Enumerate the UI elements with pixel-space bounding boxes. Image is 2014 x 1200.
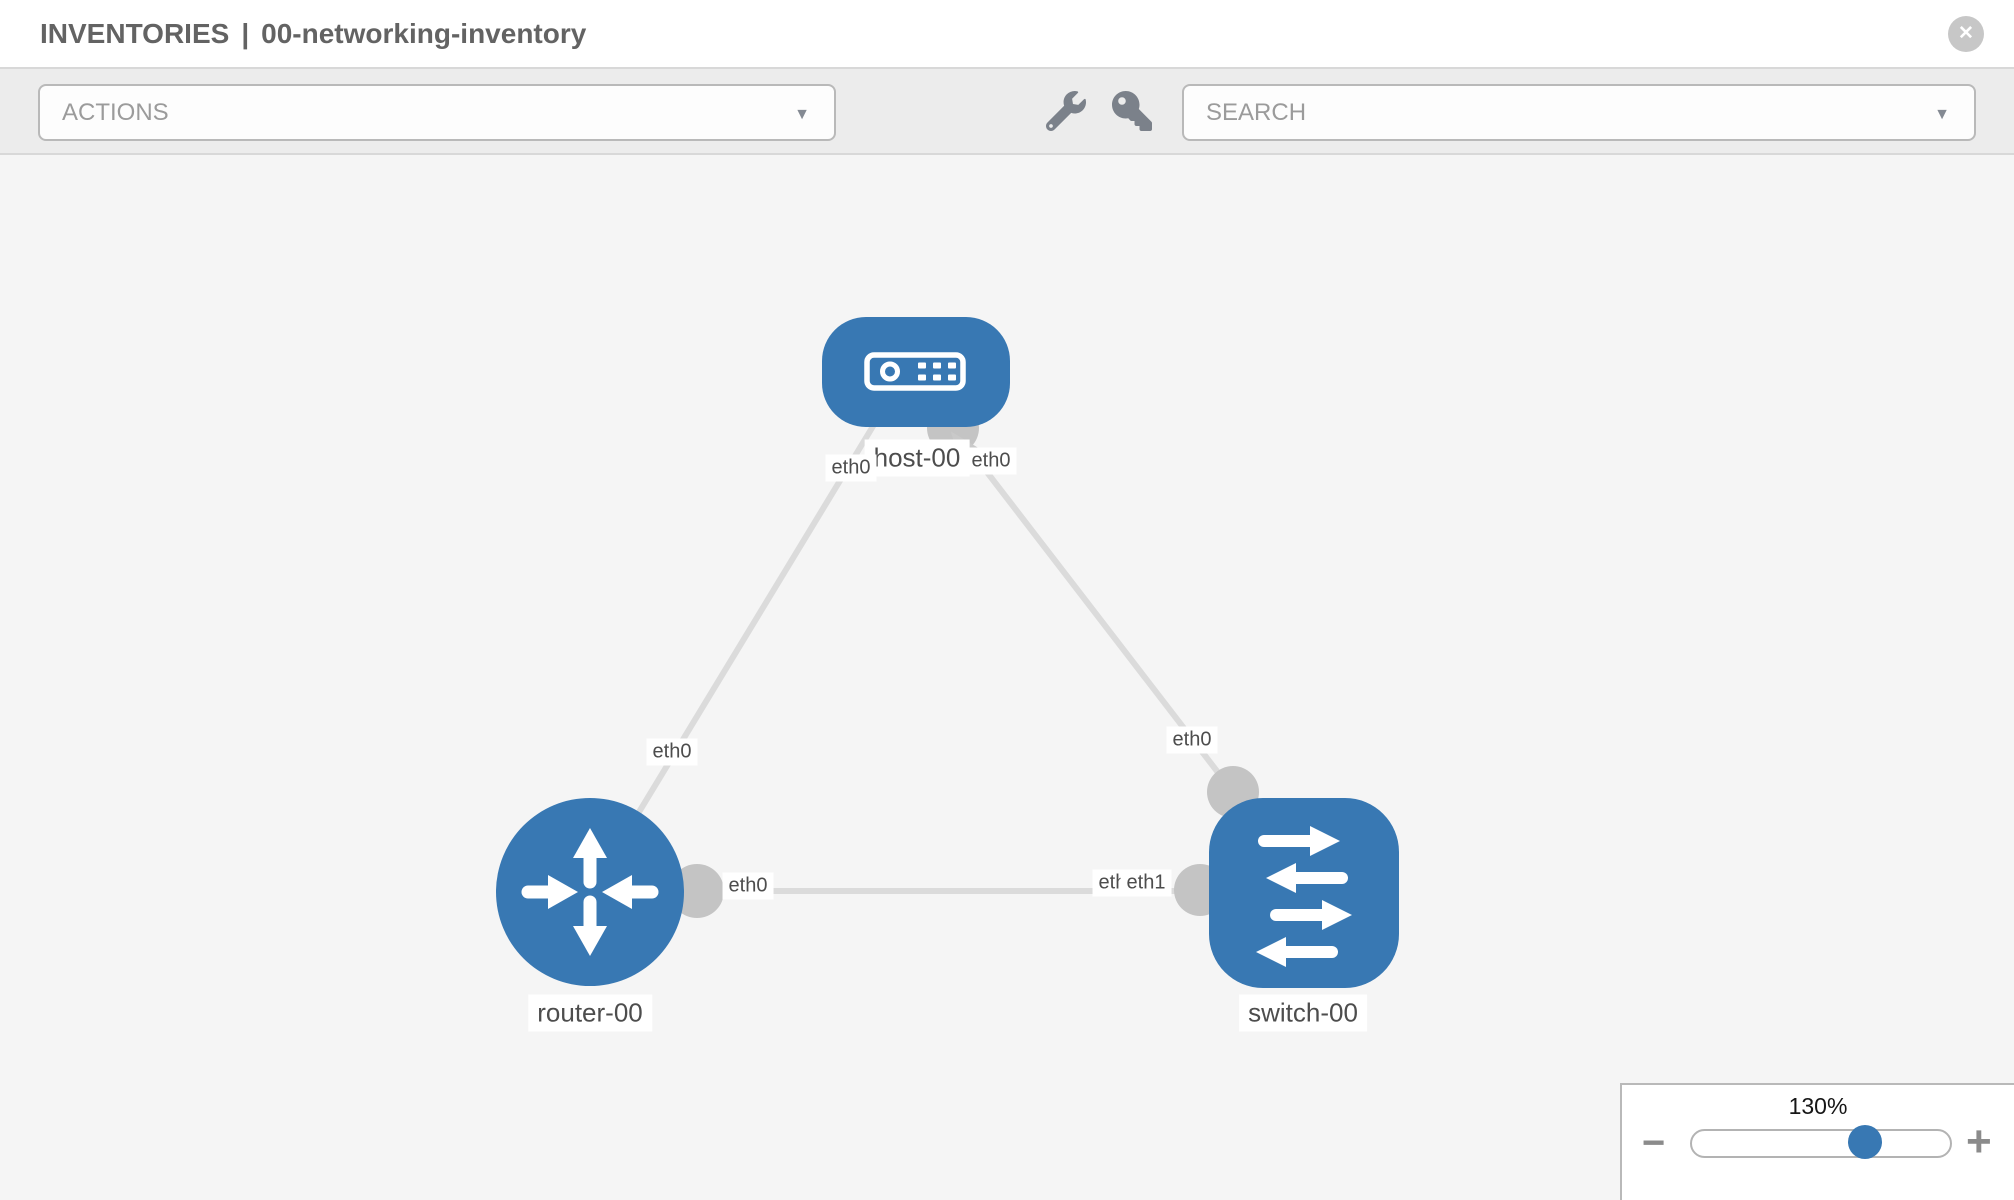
topology-canvas[interactable]: host-00 router-00 switch-00 eth0 eth0 et… [0,155,2014,1200]
node-host-00[interactable] [822,317,1010,427]
chevron-down-icon: ▼ [794,106,810,123]
header-bar: INVENTORIES | 00-networking-inventory ✕ [0,0,2014,69]
zoom-slider-thumb[interactable] [1848,1125,1882,1159]
close-icon: ✕ [1958,23,1974,44]
toolbar: ACTIONS ▼ SEARCH ▼ [0,69,2014,155]
zoom-level-readout: 130% [1788,1093,1848,1119]
host-icon [864,352,966,391]
topology-graph [496,317,1399,988]
node-label-host: host-00 [864,439,970,477]
node-label-router: router-00 [528,994,652,1032]
switch-icon [1256,826,1352,967]
page-title-section: INVENTORIES [40,18,230,49]
interface-label-host-to-switch: eth0 [965,447,1017,475]
node-label-switch: switch-00 [1239,994,1367,1032]
interface-label-router-to-host: eth0 [646,738,698,766]
node-switch-00[interactable] [1209,798,1399,988]
inventory-name: 00-networking-inventory [261,18,587,49]
zoom-panel: 130% − + [1620,1083,2014,1200]
zoom-in-button[interactable]: + [1966,1117,1992,1166]
search-dropdown[interactable]: SEARCH ▼ [1182,84,1976,141]
interface-label-host-to-router: eth0 [825,454,877,482]
node-router-00[interactable] [496,798,684,986]
zoom-slider-track[interactable] [1690,1129,1952,1158]
interface-label-switch-to-router: eth1 [1120,869,1172,897]
close-button[interactable]: ✕ [1948,16,1984,52]
search-dropdown-label: SEARCH [1206,99,1307,126]
actions-dropdown[interactable]: ACTIONS ▼ [38,84,836,141]
interface-label-router-to-switch: eth0 [722,872,774,900]
page-title-separator: | [241,18,250,49]
router-icon [521,828,659,956]
chevron-down-icon: ▼ [1934,106,1950,123]
interface-label-switch-to-host: eth0 [1166,726,1218,754]
zoom-out-button[interactable]: − [1642,1121,1666,1165]
key-icon[interactable] [1112,91,1152,131]
wrench-icon[interactable] [1046,91,1086,131]
page-title: INVENTORIES | 00-networking-inventory [40,0,586,67]
connector-dot-router [670,864,724,918]
actions-dropdown-label: ACTIONS [62,99,169,126]
